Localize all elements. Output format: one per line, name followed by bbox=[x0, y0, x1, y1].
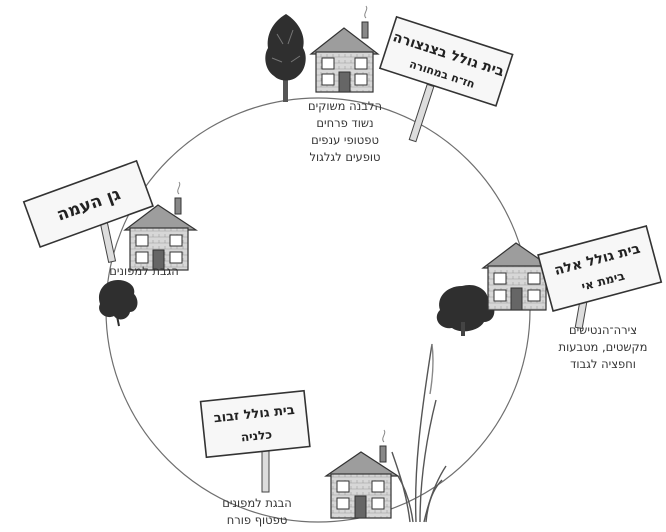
sign-top: בית גולל בצנצורה חז־ח במחורה bbox=[378, 15, 514, 143]
captions-bottom: הבגת למפונים טפטוף פורח bbox=[214, 495, 300, 529]
leaf-icon bbox=[98, 280, 138, 327]
caption-bottom-2: טפטוף פורח bbox=[226, 513, 288, 527]
caption-top-1: הלבנה משוקים bbox=[308, 99, 382, 113]
station-bottom: בית גולל זבוב כלניה bbox=[199, 343, 447, 523]
caption-bottom-1: הבגת למפונים bbox=[222, 496, 292, 510]
caption-right-3: וחפציה לגבוד bbox=[570, 357, 636, 371]
sign-bottom-line2: כלניה bbox=[240, 427, 273, 444]
station-left: גן העמה bbox=[22, 159, 199, 327]
caption-top-2: נשוד פרחים bbox=[316, 116, 374, 130]
sign-left: גן העמה bbox=[22, 159, 154, 263]
captions-left: הגבת למפונים bbox=[84, 263, 204, 280]
house-icon bbox=[324, 429, 401, 519]
bush-icon bbox=[436, 284, 495, 336]
captions-right: צירה־הנטישים מקשטים, מטבעות וחפציה לגבוד bbox=[544, 322, 662, 373]
grass-icon bbox=[391, 343, 447, 523]
sign-right: בית גולל אלה בימת אי bbox=[537, 225, 663, 330]
captions-top: הלבנה משוקים נשוד פרחים טפטופי ענפים טופ… bbox=[300, 98, 390, 166]
caption-top-4: טופעים לגלגול bbox=[309, 150, 381, 164]
station-right: בית גולל אלה בימת אי bbox=[436, 225, 663, 336]
house-icon bbox=[481, 242, 554, 311]
caption-left-1: הגבת למפונים bbox=[109, 264, 179, 278]
sign-bottom: בית גולל זבוב כלניה bbox=[199, 389, 311, 493]
caption-top-3: טפטופי ענפים bbox=[311, 133, 379, 147]
caption-right-2: מקשטים, מטבעות bbox=[558, 340, 648, 354]
house-icon bbox=[309, 5, 380, 93]
tree-icon bbox=[265, 14, 306, 102]
house-icon bbox=[123, 181, 199, 271]
caption-right-1: צירה־הנטישים bbox=[568, 323, 638, 337]
